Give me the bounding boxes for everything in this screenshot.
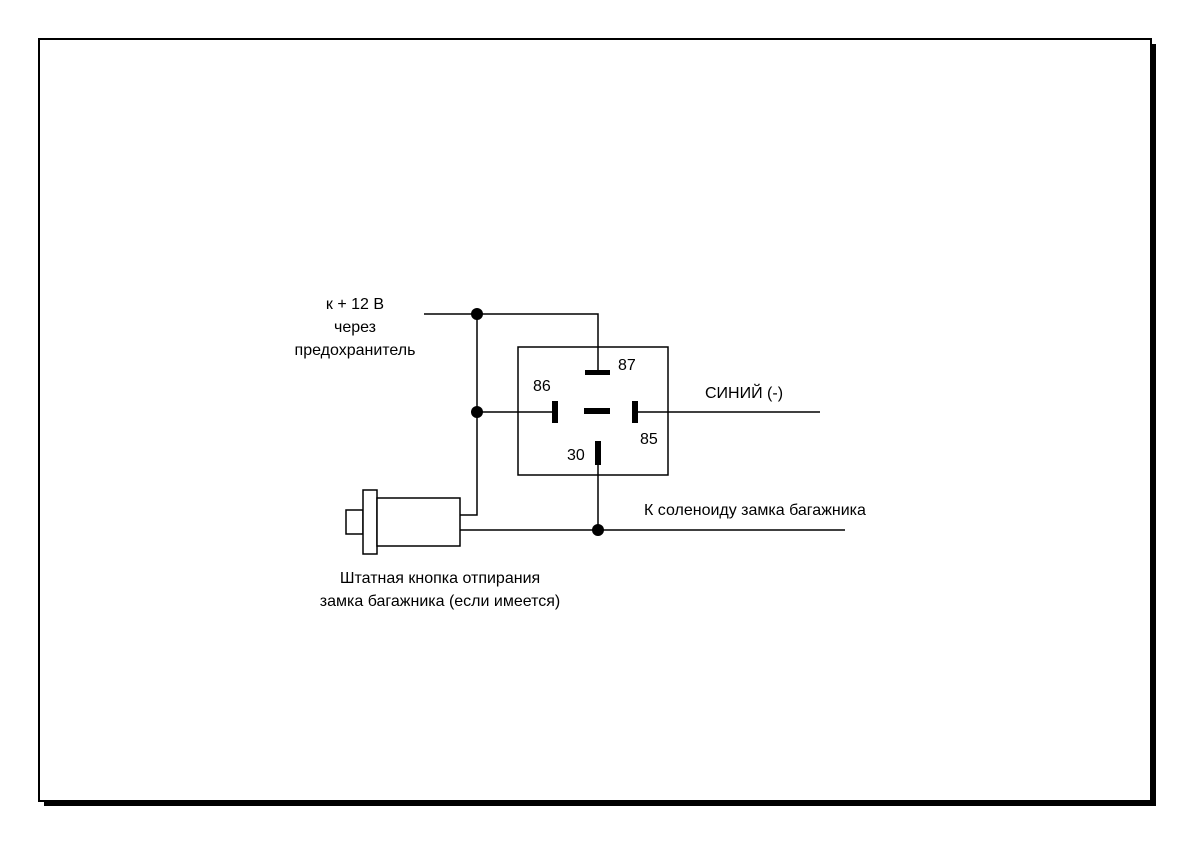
pin-label-86: 86	[533, 378, 551, 395]
junction-dot-middle	[471, 406, 483, 418]
relay-box	[517, 346, 669, 476]
relay-pin-86	[552, 401, 558, 423]
solenoid-label: К соленоиду замка багажника	[644, 502, 866, 519]
button-label-line2: замка багажника (если имеется)	[320, 593, 560, 610]
pin-label-87: 87	[618, 357, 636, 374]
supply-label-line1: к + 12 В	[326, 296, 384, 313]
trunk-button-symbol	[345, 489, 461, 555]
supply-label-line2: через	[334, 319, 376, 336]
button-label-line1: Штатная кнопка отпирания	[340, 570, 540, 587]
relay-pin-center	[584, 408, 610, 414]
wire-to-pin-87	[477, 313, 599, 370]
pin-label-85: 85	[640, 431, 658, 448]
pin-label-30: 30	[567, 447, 585, 464]
relay-pin-85	[632, 401, 638, 423]
supply-label-line3: предохранитель	[295, 342, 416, 359]
blue-wire-label: СИНИЙ (-)	[705, 383, 783, 402]
diagram-frame	[38, 38, 1152, 802]
junction-dot-bottom	[592, 524, 604, 536]
junction-dot-top	[471, 308, 483, 320]
relay-pin-87	[585, 370, 610, 375]
supply-bus-wire	[460, 314, 478, 516]
relay-pin-30	[595, 441, 601, 465]
